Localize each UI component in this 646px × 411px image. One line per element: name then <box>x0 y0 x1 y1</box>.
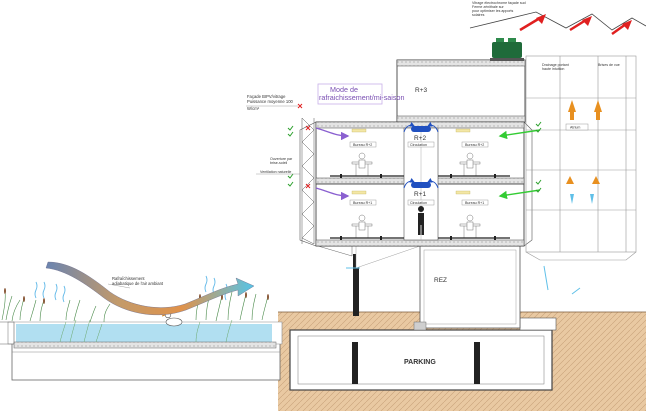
facade-note-line2: Puissance moyenne 100 <box>247 99 294 104</box>
underfloor-cool-arrows <box>346 265 581 295</box>
mode-box: Mode de rafraichissement/mi-saison <box>317 83 404 105</box>
facade-note-line1: Façade BIPV/vitrage <box>247 94 286 99</box>
atrium-label: Atrium <box>570 126 580 130</box>
facade-truss <box>301 117 315 245</box>
adiabatic-airflow-arrow <box>45 261 255 316</box>
soffit <box>317 245 353 257</box>
foundation <box>519 317 557 331</box>
roof-note-line1: Vitrage électrochrome façade sud <box>472 1 526 5</box>
rooftop-hvac-unit <box>490 38 524 61</box>
mode-title-line1: Mode de <box>330 85 358 94</box>
office-a-label: Bureau R+2 <box>353 143 372 147</box>
pond <box>0 321 283 381</box>
office-tags: Bureau R+2 Bureau R+2 Bureau R+1 Bureau … <box>349 141 489 206</box>
night-note-line3: Ventilation naturelle <box>260 170 291 174</box>
exhaust-arrows <box>315 127 350 201</box>
night-note-line1: Ouverture par <box>270 157 293 161</box>
mode-title-line2: rafraichissement/mi-saison <box>319 93 404 102</box>
pond-note-line2: adiabatique de l'air ambiant <box>112 281 164 286</box>
check-marks <box>287 121 542 193</box>
right-note3: Brises de vue <box>598 63 620 67</box>
right-note2-line1: Drainage portant <box>542 63 569 67</box>
rez-label: REZ <box>434 277 447 284</box>
right-note2-line2: haute intuition <box>542 67 564 71</box>
office-furniture <box>351 152 481 238</box>
evaporation-arrows <box>34 275 228 303</box>
corridor-label-r2: Circulation <box>410 143 427 147</box>
night-note-line2: brise-soleil <box>270 161 287 165</box>
ground-floor: REZ <box>413 245 521 331</box>
pond-note-leader <box>107 283 131 289</box>
parking-label: PARKING <box>404 359 436 366</box>
r2-label: R+2 <box>414 135 426 142</box>
soffit-right <box>355 245 421 269</box>
r3-label: R+3 <box>415 87 427 94</box>
ventilation-fans <box>403 121 439 189</box>
adjacent-building <box>525 55 637 261</box>
ceiling-lights <box>351 128 471 195</box>
roof-note-line2: Ferme zénithale sur <box>472 5 505 9</box>
roof-note-line3: pour optimiser les apports <box>472 9 514 13</box>
facade-note-line3: W/cm² <box>247 106 260 111</box>
person-icon <box>418 206 424 235</box>
red-markers <box>297 103 311 189</box>
water-plants <box>59 319 233 343</box>
roof-note-line4: solaires <box>472 13 485 17</box>
corridor-label-r1: Circulation <box>410 201 427 205</box>
parking-level: PARKING <box>289 329 553 391</box>
duct-diffusers <box>340 174 496 240</box>
sawtooth-roof <box>469 11 646 36</box>
office-b-label: Bureau R+2 <box>465 143 484 147</box>
office-d-label: Bureau R+1 <box>465 201 484 205</box>
fresh-air-arrows <box>498 129 541 200</box>
atrium-tag <box>565 123 589 131</box>
r1-label: R+1 <box>414 191 426 198</box>
pond-note-line1: Rafraîchissement <box>112 276 145 281</box>
office-c-label: Bureau R+1 <box>353 201 372 205</box>
vertical-vents <box>566 100 602 204</box>
